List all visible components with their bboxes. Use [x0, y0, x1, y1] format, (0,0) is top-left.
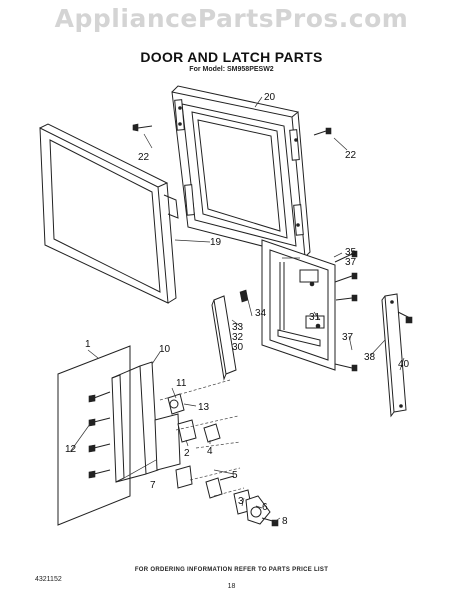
latch-plate-part — [261, 239, 336, 371]
callout-19: 19 — [210, 237, 222, 248]
page-number: 18 — [227, 583, 236, 590]
callout-20: 20 — [264, 92, 276, 103]
model-subtitle: For Model: SM958PESW2 — [189, 66, 274, 73]
callout-11: 11 — [176, 378, 187, 389]
callout-30: 30 — [232, 342, 244, 353]
callout-33: 33 — [232, 322, 244, 333]
callout-37-mid: 37 — [342, 332, 354, 343]
callout-10: 10 — [159, 344, 171, 355]
document-number: 4321152 — [35, 576, 62, 583]
ordering-note: FOR ORDERING INFORMATION REFER TO PARTS … — [134, 567, 329, 573]
page-title: DOOR AND LATCH PARTS — [140, 49, 323, 65]
callout-40: 40 — [398, 359, 410, 370]
callout-8: 8 — [282, 516, 288, 527]
right-latch-bar-part — [381, 293, 407, 418]
callout-7: 7 — [150, 480, 156, 491]
callout-5: 5 — [232, 470, 238, 481]
left-latch-bar-part — [211, 289, 249, 381]
callout-6: 6 — [262, 502, 268, 513]
callout-leaders — [69, 96, 405, 523]
callout-2: 2 — [184, 448, 190, 459]
callout-38: 38 — [364, 352, 376, 363]
latch-switch-parts — [219, 475, 279, 527]
screws-12 — [88, 391, 111, 479]
screw-22-left — [132, 123, 153, 132]
latch-frame-part — [57, 345, 181, 526]
watermark: AppliancePartsPros.com — [54, 4, 409, 33]
screw-22-right — [313, 127, 332, 136]
callout-22-left: 22 — [138, 152, 150, 163]
callout-37-top: 37 — [345, 257, 357, 268]
callout-12: 12 — [65, 444, 77, 455]
latch-hook-parts — [159, 379, 245, 499]
door-panel-part — [39, 123, 179, 304]
callout-34: 34 — [255, 308, 267, 319]
callout-35: 35 — [345, 247, 357, 258]
callout-4: 4 — [207, 446, 213, 457]
callout-32: 32 — [232, 332, 244, 343]
callout-1: 1 — [85, 339, 91, 350]
callout-22-right: 22 — [345, 150, 357, 161]
callout-3: 3 — [238, 496, 244, 507]
callout-13: 13 — [198, 402, 210, 413]
door-frame-part — [171, 85, 311, 258]
screws-35-37 — [334, 250, 413, 372]
callout-31: 31 — [309, 312, 321, 323]
